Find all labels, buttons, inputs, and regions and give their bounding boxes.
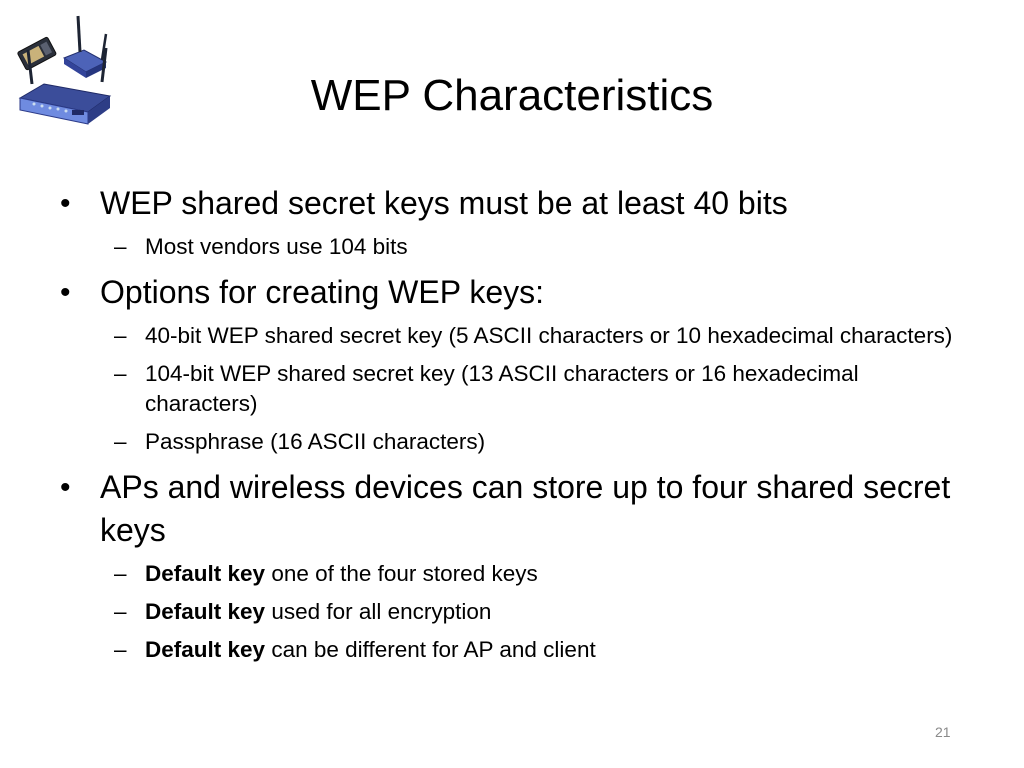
sub-bullet-item: – Passphrase (16 ASCII characters) bbox=[58, 427, 968, 457]
dash-icon: – bbox=[114, 234, 127, 259]
bullet-item: • Options for creating WEP keys: bbox=[58, 271, 968, 314]
slide-title: WEP Characteristics bbox=[310, 71, 714, 120]
sub-bullet-text: used for all encryption bbox=[265, 599, 492, 624]
bullet-list: • WEP shared secret keys must be at leas… bbox=[58, 182, 968, 665]
bold-term: Default key bbox=[145, 599, 266, 624]
sub-bullet-text: 40-bit WEP shared secret key (5 ASCII ch… bbox=[145, 323, 953, 348]
dash-icon: – bbox=[114, 599, 127, 624]
sub-bullet-item: – Most vendors use 104 bits bbox=[58, 232, 968, 262]
sub-bullet-text: Passphrase (16 ASCII characters) bbox=[145, 429, 486, 454]
bullet-text: WEP shared secret keys must be at least … bbox=[100, 185, 788, 221]
sub-bullet-item: – Default key one of the four stored key… bbox=[58, 559, 968, 589]
dash-icon: – bbox=[114, 561, 127, 586]
sub-bullet-text: Most vendors use 104 bits bbox=[145, 234, 408, 259]
sub-bullet-item: – Default key can be different for AP an… bbox=[58, 635, 968, 665]
bullet-item: • WEP shared secret keys must be at leas… bbox=[58, 182, 968, 225]
bullet-text: Options for creating WEP keys: bbox=[100, 274, 545, 310]
wireless-router-icon bbox=[17, 15, 112, 125]
sub-bullet-item: – 40-bit WEP shared secret key (5 ASCII … bbox=[58, 321, 968, 351]
sub-bullet-item: – 104-bit WEP shared secret key (13 ASCI… bbox=[58, 359, 968, 419]
bold-term: Default key bbox=[145, 561, 266, 586]
bullet-icon: • bbox=[60, 471, 71, 504]
dash-icon: – bbox=[114, 637, 127, 662]
page-number: 21 bbox=[935, 724, 951, 740]
sub-bullet-text: 104-bit WEP shared secret key (13 ASCII … bbox=[145, 361, 859, 416]
dash-icon: – bbox=[114, 361, 127, 386]
bullet-text: APs and wireless devices can store up to… bbox=[100, 469, 951, 548]
bold-term: Default key bbox=[145, 637, 266, 662]
sub-bullet-text: one of the four stored keys bbox=[265, 561, 538, 586]
bullet-icon: • bbox=[60, 276, 71, 309]
sub-bullet-item: – Default key used for all encryption bbox=[58, 597, 968, 627]
dash-icon: – bbox=[114, 429, 127, 454]
bullet-icon: • bbox=[60, 187, 71, 220]
sub-bullet-text: can be different for AP and client bbox=[265, 637, 596, 662]
bullet-item: • APs and wireless devices can store up … bbox=[58, 466, 968, 552]
dash-icon: – bbox=[114, 323, 127, 348]
